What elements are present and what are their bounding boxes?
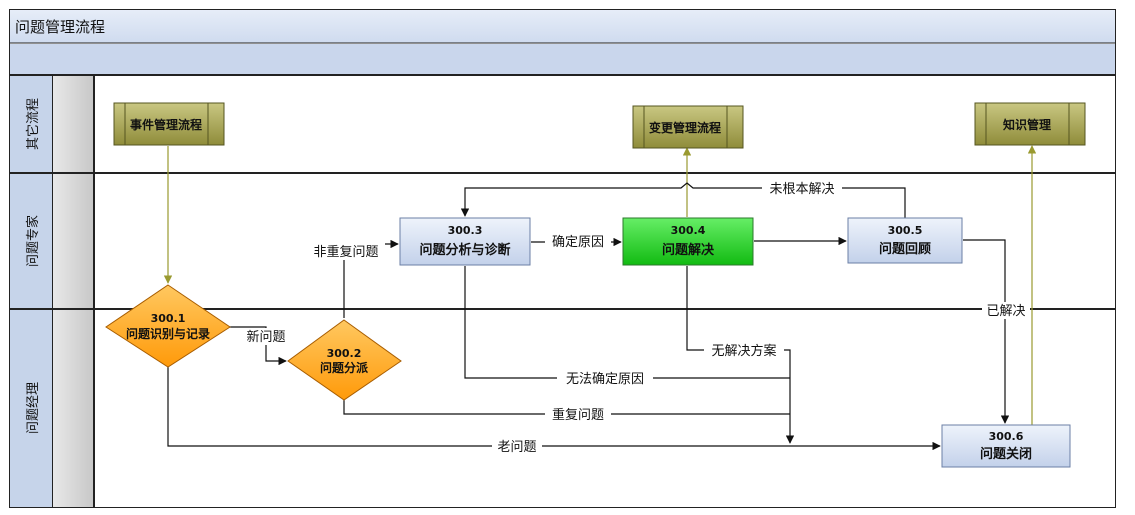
lane-label-manager: 问题经理	[26, 382, 41, 434]
edge-label-non-repeat: 非重复问题	[313, 244, 378, 260]
step-300-3-name: 问题分析与诊断	[419, 242, 510, 258]
edge-label-not-root-solved: 未根本解决	[769, 182, 834, 197]
step-300-5[interactable]: 300.5 问题回顾	[847, 217, 963, 264]
step-300-3-number: 300.3	[448, 224, 483, 237]
diagram-title: 问题管理流程	[15, 18, 105, 36]
step-300-6-name: 问题关闭	[980, 446, 1032, 462]
edge-label-cause-unknown: 无法确定原因	[566, 372, 644, 387]
lane-label-other: 其它流程	[25, 98, 41, 150]
link-300-1-old-problem	[167, 367, 941, 451]
step-300-4[interactable]: 300.4 问题解决	[622, 217, 754, 266]
header-band	[10, 44, 1115, 75]
edge-label-no-solution: 无解决方案	[711, 343, 776, 359]
external-change-management[interactable]: 变更管理流程	[632, 105, 744, 149]
edge-label-cause-found: 确定原因	[552, 235, 604, 250]
step-300-2-name: 问题分派	[320, 360, 369, 375]
external-incident-label: 事件管理流程	[130, 117, 202, 132]
step-300-4-number: 300.4	[671, 224, 706, 237]
step-300-6-number: 300.6	[989, 430, 1024, 443]
link-300-3-cause-unknown	[464, 266, 790, 379]
step-300-1-number: 300.1	[151, 312, 186, 325]
external-change-label: 变更管理流程	[649, 120, 721, 135]
external-knowledge-label: 知识管理	[1002, 117, 1051, 132]
title-bar	[10, 10, 1115, 43]
step-300-2-number: 300.2	[327, 347, 362, 360]
step-300-4-name: 问题解决	[662, 242, 715, 258]
link-300-5-to-300-6	[963, 239, 1010, 424]
edge-label-repeat: 重复问题	[552, 407, 604, 423]
step-300-6[interactable]: 300.6 问题关闭	[941, 424, 1071, 468]
step-300-3[interactable]: 300.3 问题分析与诊断	[399, 217, 531, 266]
external-knowledge-management[interactable]: 知识管理	[974, 102, 1086, 146]
external-incident-management[interactable]: 事件管理流程	[113, 102, 225, 146]
lane-sub-column	[53, 76, 93, 507]
step-300-1-name: 问题识别与记录	[126, 326, 210, 341]
step-300-5-number: 300.5	[888, 224, 923, 237]
edge-label-new-problem: 新问题	[246, 329, 285, 345]
step-300-1[interactable]: 300.1 问题识别与记录	[105, 284, 231, 368]
step-300-2[interactable]: 300.2 问题分派	[287, 319, 402, 401]
edge-label-solved: 已解决	[986, 304, 1025, 319]
edge-label-old-problem: 老问题	[497, 440, 536, 455]
step-300-5-name: 问题回顾	[879, 241, 931, 257]
link-300-5-to-300-3	[460, 182, 906, 218]
lane-label-column	[10, 76, 52, 507]
lane-label-expert: 问题专家	[25, 215, 41, 267]
link-300-2-repeat	[343, 398, 790, 415]
